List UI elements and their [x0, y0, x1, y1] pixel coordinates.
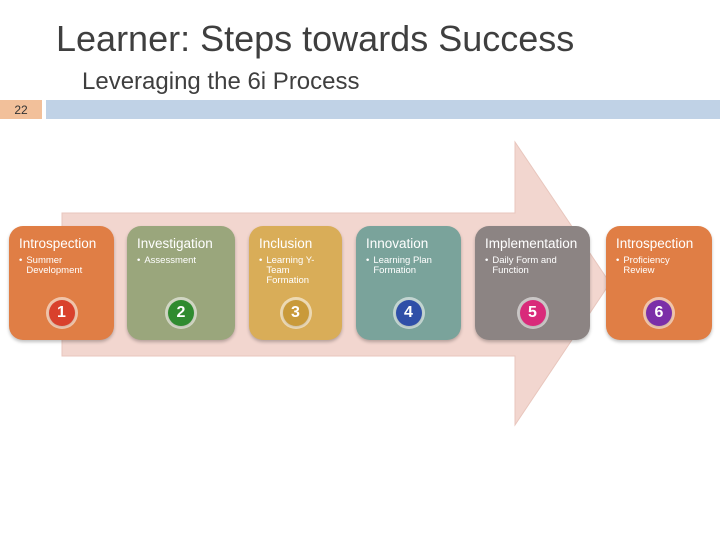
step-title: Innovation	[366, 236, 429, 251]
bullet-dot-icon: •	[19, 255, 23, 266]
step-bullet-text: Assessment	[144, 255, 197, 266]
step-bullet-text: Summer Development	[26, 255, 83, 276]
step-box-2: Investigation •Assessment 2	[127, 226, 235, 340]
bullet-dot-icon: •	[137, 255, 141, 266]
step-number-badge: 4	[395, 300, 422, 326]
step-title: Inclusion	[259, 236, 313, 251]
step-bullet: •Summer Development	[19, 256, 104, 276]
step-box-5: Implementation •Daily Form and Function 5	[475, 226, 590, 340]
step-bullet: •Daily Form and Function	[485, 256, 580, 276]
bullet-dot-icon: •	[616, 255, 620, 266]
step-bullet-text: Learning Plan Formation	[373, 255, 432, 276]
step-title: Introspection	[616, 236, 694, 251]
step-number-badge: 6	[646, 300, 672, 326]
slide-subtitle: Leveraging the 6i Process	[82, 68, 360, 95]
step-title: Investigation	[137, 236, 213, 251]
step-box-1: Introspection •Summer Development 1	[9, 226, 114, 340]
step-bullet-text: Daily Form and Function	[492, 255, 557, 276]
step-bullet-text: Proficiency Review	[623, 255, 670, 276]
bullet-dot-icon: •	[485, 255, 489, 266]
step-number-badge: 3	[282, 300, 309, 326]
step-bullet: •Learning Y-Team Formation	[259, 256, 332, 286]
step-number-badge: 5	[519, 300, 546, 326]
step-title: Implementation	[485, 236, 578, 251]
step-box-6: Introspection •Proficiency Review 6	[606, 226, 712, 340]
step-bullet: •Assessment	[137, 256, 225, 266]
step-bullet: •Proficiency Review	[616, 256, 702, 276]
step-bullet: •Learning Plan Formation	[366, 256, 451, 276]
step-box-3: Inclusion •Learning Y-Team Formation 3	[249, 226, 342, 340]
step-title: Introspection	[19, 236, 97, 251]
step-bullet-text: Learning Y-Team Formation	[266, 255, 315, 286]
slide-title: Learner: Steps towards Success	[56, 18, 575, 59]
step-number-badge: 2	[168, 300, 194, 326]
slide-number: 22	[0, 100, 42, 119]
bullet-dot-icon: •	[366, 255, 370, 266]
header-bar	[46, 100, 720, 119]
bullet-dot-icon: •	[259, 255, 263, 266]
step-number-badge: 1	[48, 300, 75, 326]
step-box-4: Innovation •Learning Plan Formation 4	[356, 226, 461, 340]
